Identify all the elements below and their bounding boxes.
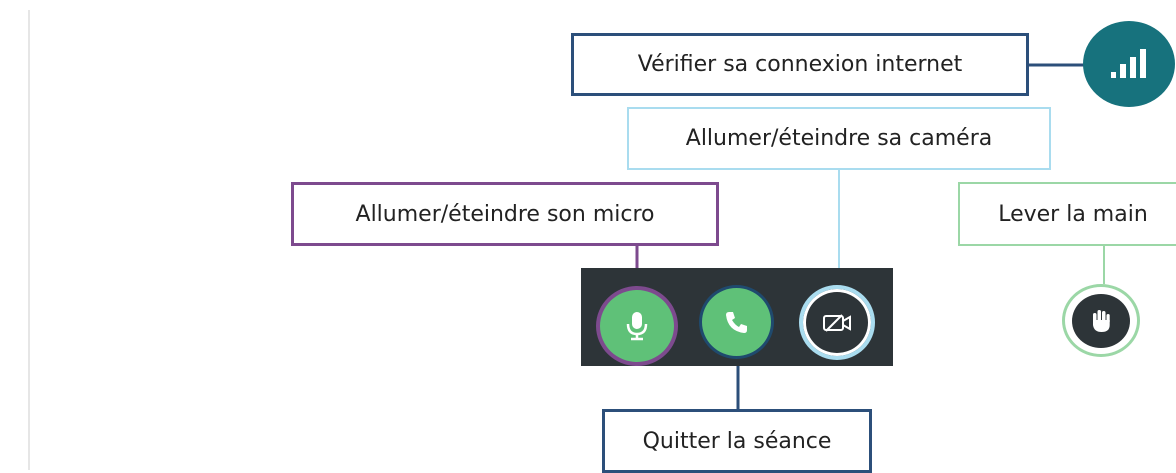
raise-hand-label: Lever la main [958,182,1176,246]
camera-off-icon [823,313,851,332]
microphone-button[interactable] [596,286,678,366]
signal-bars-icon [1111,49,1146,78]
network-status-button[interactable] [1083,21,1175,107]
leave-session-label: Quitter la séance [602,409,872,473]
page-margin-rule [28,10,30,470]
microphone-toggle-label: Allumer/éteindre son micro [291,182,719,246]
camera-button[interactable] [799,285,875,360]
leave-call-button[interactable] [699,285,774,359]
raise-hand-button[interactable] [1062,284,1140,357]
raise-hand-button-inner [1072,293,1130,348]
camera-toggle-label: Allumer/éteindre sa caméra [627,107,1051,170]
network-check-label: Vérifier sa connexion internet [571,33,1029,96]
microphone-icon [626,312,648,341]
phone-icon [725,312,747,333]
hand-icon [1093,309,1110,332]
